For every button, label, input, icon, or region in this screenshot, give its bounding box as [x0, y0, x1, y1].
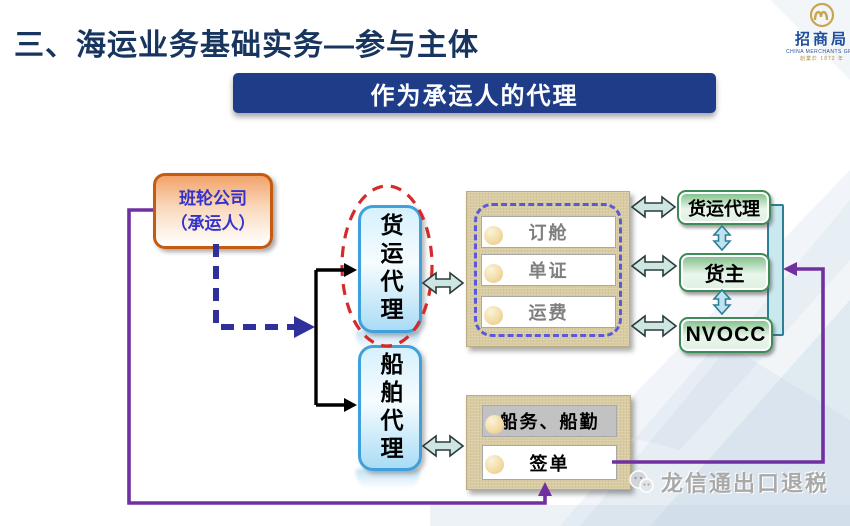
watermark-text: 龙信通出口退税	[661, 471, 830, 496]
task-documents-label: 单证	[528, 261, 569, 281]
task-documents: 单证	[481, 254, 616, 286]
section-banner-label: 作为承运人的代理	[370, 82, 579, 110]
page-title: 三、海运业务基础实务—参与主体	[14, 29, 479, 62]
freight-agent-label: 货运代理	[377, 213, 403, 325]
task-booking-label: 订舱	[528, 223, 569, 243]
task-freight-cost: 运费	[481, 296, 616, 328]
counterparty-freight-forwarder-label: 货运代理	[688, 198, 760, 219]
task-freight-cost-label: 运费	[528, 303, 569, 323]
logo-since: 創業於 1872 年	[800, 56, 844, 62]
bullet-sphere-icon	[484, 226, 503, 245]
liner-company-line1: 班轮公司	[179, 188, 247, 208]
task-ship-operations-label: 船务、船勤	[499, 412, 600, 432]
section-banner: 作为承运人的代理	[233, 73, 716, 113]
liner-company-line2: （承运人）	[170, 214, 256, 233]
bullet-sphere-icon	[484, 264, 503, 283]
counterparty-cargo-owner-box: 货主	[679, 253, 770, 292]
logo-subtitle: CHINA MERCHANTS GROUP	[786, 49, 850, 55]
task-booking: 订舱	[481, 216, 616, 248]
ship-agent-box: 船舶代理	[358, 345, 422, 471]
watermark: 龙信通出口退税	[628, 466, 829, 498]
ship-agent-reflection	[356, 469, 420, 489]
freight-tasks-panel: 订舱 单证 运费	[466, 191, 630, 347]
wechat-icon	[629, 469, 654, 493]
counterparty-nvocc-box: NVOCC	[679, 317, 773, 353]
bullet-sphere-icon	[484, 306, 503, 325]
liner-company-box: 班轮公司 （承运人）	[153, 173, 273, 249]
task-sign-bill-label: 签单	[529, 453, 570, 474]
ship-agent-label: 船舶代理	[377, 352, 403, 464]
counterparty-cargo-owner-label: 货主	[704, 264, 745, 286]
ship-tasks-panel: 船务、船勤 签单	[466, 395, 631, 490]
bullet-sphere-icon	[485, 455, 504, 474]
task-sign-bill: 签单	[482, 445, 617, 480]
logo-name: 招商局	[794, 32, 849, 48]
china-merchants-logo: 招商局 CHINA MERCHANTS GROUP 創業於 1872 年	[786, 2, 850, 62]
bullet-sphere-icon	[485, 415, 504, 434]
counterparty-freight-forwarder-box: 货运代理	[677, 190, 771, 225]
task-ship-operations: 船务、船勤	[482, 405, 617, 437]
counterparty-nvocc-label: NVOCC	[685, 323, 767, 346]
freight-agent-box: 货运代理	[358, 205, 422, 333]
china-merchants-logo-icon	[809, 2, 835, 28]
